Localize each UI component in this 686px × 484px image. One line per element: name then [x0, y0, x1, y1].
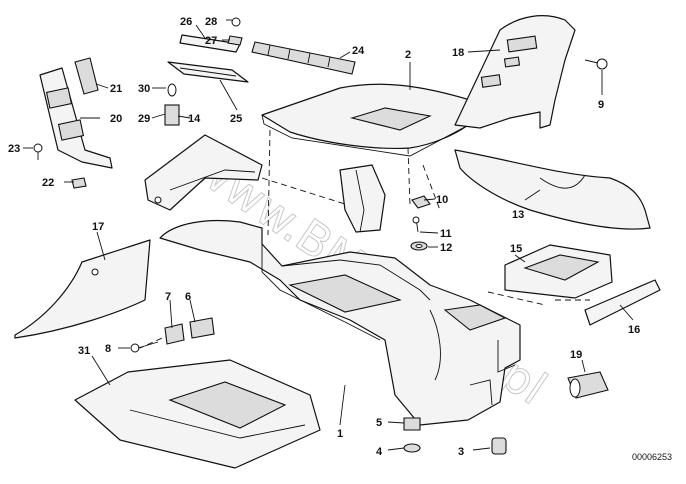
part-20-switch-panel — [39, 67, 113, 169]
callout-4: 4 — [376, 446, 383, 458]
callout-9: 9 — [598, 99, 604, 111]
callout-14: 14 — [188, 113, 201, 125]
callout-7: 7 — [165, 291, 171, 303]
callout-23: 23 — [8, 143, 20, 155]
part-12-washer — [410, 241, 428, 251]
callout-27: 27 — [205, 35, 217, 47]
callout-24: 24 — [352, 45, 365, 57]
callout-16: 16 — [628, 324, 640, 336]
part-11-screw — [412, 216, 420, 233]
callout-2: 2 — [405, 49, 411, 61]
callout-8: 8 — [105, 343, 111, 355]
part-19-roller — [567, 371, 609, 399]
callout-13: 13 — [512, 209, 524, 221]
part-23-screw — [33, 143, 43, 160]
callout-12: 12 — [440, 242, 452, 254]
part-6-clip — [189, 317, 215, 339]
callout-3: 3 — [458, 446, 464, 458]
callout-22: 22 — [42, 177, 54, 189]
part-7-clip — [164, 323, 185, 345]
callout-31: 31 — [78, 345, 90, 357]
callout-28: 28 — [205, 16, 217, 28]
part-29-lamp-holder — [164, 104, 180, 126]
part-31-bottom-trim — [74, 359, 321, 469]
callout-30: 30 — [138, 83, 150, 95]
part-5-nut — [403, 417, 421, 431]
part-28-screw — [231, 17, 241, 27]
part-14-bracket — [144, 134, 263, 211]
document-number: 00006253 — [632, 452, 672, 462]
callout-10: 10 — [436, 194, 448, 206]
part-13-trim-strip — [454, 149, 651, 230]
callout-21: 21 — [110, 83, 122, 95]
part-30-bulb — [167, 83, 177, 97]
callout-11: 11 — [440, 228, 452, 240]
part-15-ashtray — [504, 244, 613, 299]
part-3-bushing — [491, 437, 507, 455]
part-18-side-panel — [454, 15, 576, 129]
part-21-cover — [74, 57, 99, 95]
part-1-center-console — [159, 164, 521, 426]
callouts: 1 2 3 4 5 6 7 8 9 10 11 12 13 14 15 16 1… — [8, 16, 640, 458]
part-22-clip — [71, 177, 87, 189]
part-10-clip — [411, 195, 431, 209]
part-8-screw — [130, 341, 159, 353]
callout-6: 6 — [185, 291, 191, 303]
part-17-side-trim — [14, 239, 151, 339]
leader-lines — [23, 19, 634, 451]
part-27-clip — [227, 35, 243, 46]
part-4-washer — [403, 443, 421, 453]
callout-26: 26 — [180, 16, 192, 28]
callout-29: 29 — [138, 113, 150, 125]
part-24-foam-strip — [251, 41, 356, 75]
callout-15: 15 — [510, 243, 522, 255]
part-26-strip — [179, 34, 241, 53]
callout-5: 5 — [376, 417, 382, 429]
part-25-tray — [167, 61, 249, 83]
callout-1: 1 — [337, 428, 343, 440]
part-9-screw — [584, 58, 608, 70]
part-16-strip — [584, 279, 661, 326]
part-2-lid — [261, 83, 481, 157]
callout-25: 25 — [230, 113, 242, 125]
callout-19: 19 — [570, 349, 582, 361]
callout-17: 17 — [92, 221, 104, 233]
callout-20: 20 — [110, 113, 122, 125]
callout-18: 18 — [452, 47, 464, 59]
